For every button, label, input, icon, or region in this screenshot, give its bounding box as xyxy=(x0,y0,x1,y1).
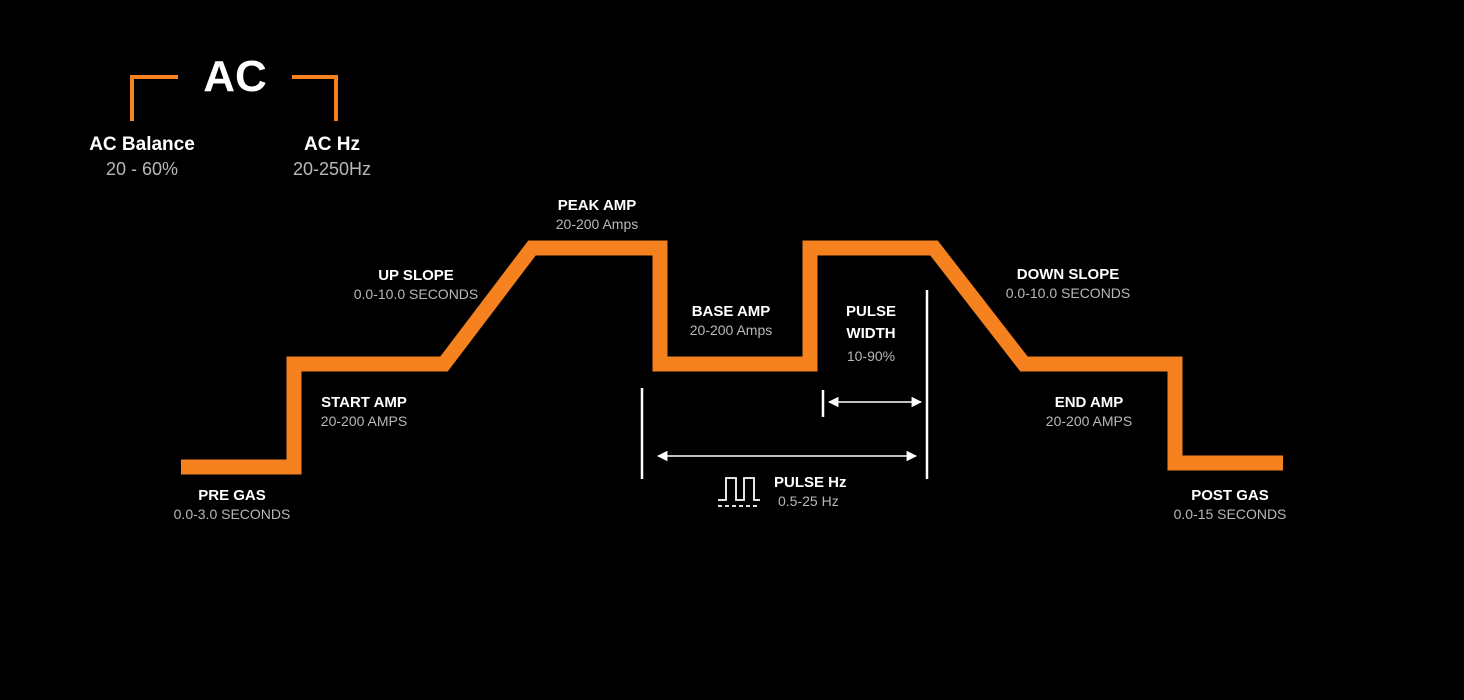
end-amp-title: END AMP xyxy=(1054,394,1124,411)
ac-bracket-right xyxy=(292,75,338,121)
ac-hz-label: AC Hz 20-250Hz xyxy=(272,133,392,181)
start-amp-label: START AMP 20-200 AMPS xyxy=(294,393,434,431)
post-gas-value: 0.0-15 SECONDS xyxy=(1173,506,1287,522)
up-slope-value: 0.0-10.0 SECONDS xyxy=(353,286,479,302)
peak-amp-value: 20-200 Amps xyxy=(555,216,639,232)
square-wave-icon xyxy=(718,477,760,507)
up-slope-label: UP SLOPE 0.0-10.0 SECONDS xyxy=(341,266,491,304)
base-amp-title: BASE AMP xyxy=(691,303,771,320)
ac-bracket-left xyxy=(130,75,178,121)
pre-gas-value: 0.0-3.0 SECONDS xyxy=(173,506,291,522)
ac-hz-title: AC Hz xyxy=(304,134,360,155)
peak-amp-label: PEAK AMP 20-200 Amps xyxy=(532,196,662,234)
ac-hz-value: 20-250Hz xyxy=(292,159,372,179)
pulse-width-value: 10-90% xyxy=(846,348,896,364)
pulse-hz-title: PULSE Hz xyxy=(774,474,847,491)
pre-gas-title: PRE GAS xyxy=(198,487,266,504)
end-amp-label: END AMP 20-200 AMPS xyxy=(1019,393,1159,431)
ac-balance-value: 20 - 60% xyxy=(105,159,179,179)
start-amp-title: START AMP xyxy=(321,394,407,411)
pulse-hz-value: 0.5-25 Hz xyxy=(778,493,839,509)
peak-amp-title: PEAK AMP xyxy=(557,197,637,214)
pulse-width-title-line1: PULSE xyxy=(845,303,896,320)
down-slope-label: DOWN SLOPE 0.0-10.0 SECONDS xyxy=(993,265,1143,303)
current-waveform-trace xyxy=(181,240,1283,475)
ac-title: AC xyxy=(203,52,267,101)
start-amp-value: 20-200 AMPS xyxy=(320,413,408,429)
pulse-hz-label: PULSE Hz 0.5-25 Hz xyxy=(774,473,874,511)
ac-balance-label: AC Balance 20 - 60% xyxy=(76,133,208,181)
pre-gas-label: PRE GAS 0.0-3.0 SECONDS xyxy=(162,486,302,524)
post-gas-label: POST GAS 0.0-15 SECONDS xyxy=(1160,486,1300,524)
pulse-width-title-line2: WIDTH xyxy=(846,325,896,342)
pulse-width-label: PULSE WIDTH 10-90% xyxy=(826,301,916,367)
ac-balance-title: AC Balance xyxy=(89,134,195,155)
up-slope-title: UP SLOPE xyxy=(378,267,454,284)
base-amp-value: 20-200 Amps xyxy=(689,322,773,338)
post-gas-title: POST GAS xyxy=(1191,487,1269,504)
down-slope-title: DOWN SLOPE xyxy=(1016,266,1120,283)
end-amp-value: 20-200 AMPS xyxy=(1045,413,1133,429)
base-amp-label: BASE AMP 20-200 Amps xyxy=(666,302,796,340)
down-slope-value: 0.0-10.0 SECONDS xyxy=(1005,285,1131,301)
